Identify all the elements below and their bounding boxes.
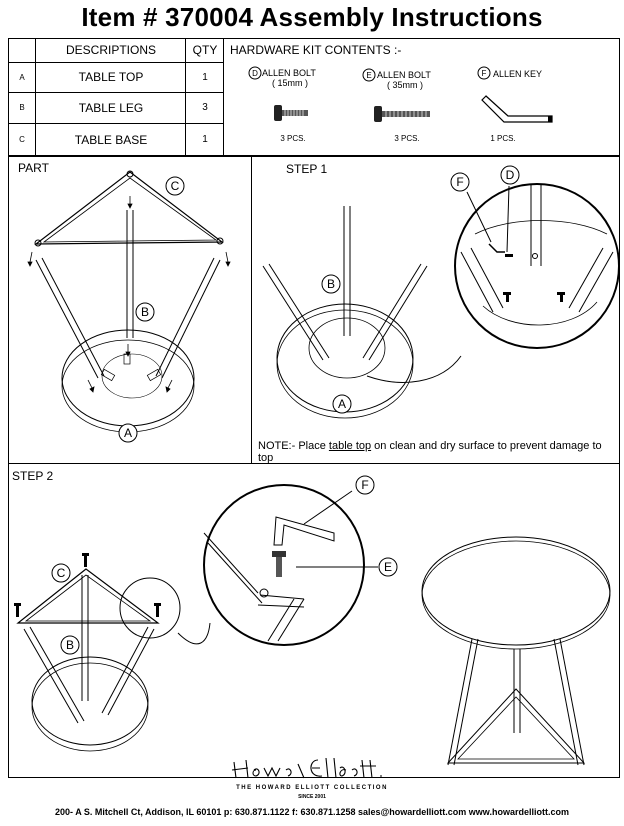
hw-e-pcs: 3 PCS. [394, 134, 420, 143]
brand-collection: THE HOWARD ELLIOTT COLLECTION [236, 785, 388, 791]
table-top-link: table top [328, 440, 372, 452]
placement-note: NOTE:- Place table top on clean and dry … [258, 440, 602, 464]
bolt-35mm-icon [374, 106, 430, 122]
callout-b: B [326, 277, 335, 291]
brand-since: SINCE 2001 [298, 794, 326, 800]
step2-label: STEP 2 [12, 469, 54, 483]
step2-diagram [14, 475, 611, 766]
part-label: PART [18, 161, 49, 175]
callout-f-hw [477, 66, 491, 80]
hw-d-name: ALLEN BOLT( 15mm ) [262, 68, 316, 88]
row-desc: TABLE BASE [74, 132, 148, 147]
callout-f-hw-letter: F [481, 68, 487, 78]
callout-a: A [337, 397, 346, 411]
parts-table-frame [8, 38, 620, 156]
row-letter: A [19, 72, 25, 82]
row-qty: 1 [202, 134, 208, 145]
callout-d-hw [248, 66, 262, 80]
step2-panel [8, 463, 620, 778]
desc-header: DESCRIPTIONS [65, 43, 156, 57]
callout-b: B [65, 638, 74, 652]
allen-key-icon [481, 95, 553, 123]
callout-e-hw [362, 68, 376, 82]
row-letter: C [19, 135, 25, 144]
callout-a: A [123, 426, 132, 440]
footer-address: 200- A S. Mitchell Ct, Addison, IL 60101… [55, 807, 569, 817]
hardware-heading: HARDWARE KIT CONTENTS :- [230, 43, 402, 57]
row-desc: TABLE TOP [78, 70, 144, 84]
row-qty: 3 [202, 102, 208, 113]
qty-header: QTY [192, 43, 218, 57]
hw-e-name: ALLEN BOLT( 35mm ) [377, 70, 431, 90]
callout-f: F [361, 478, 369, 492]
callout-b: B [140, 305, 149, 319]
callout-e-hw-letter: E [366, 70, 372, 80]
hw-f-pcs: 1 PCS. [490, 134, 516, 143]
callout-f: F [456, 175, 464, 189]
callout-d: D [505, 168, 515, 182]
row-desc: TABLE LEG [78, 100, 144, 115]
callout-e: E [383, 560, 392, 574]
step1-label: STEP 1 [286, 162, 328, 176]
callout-c: C [56, 566, 66, 580]
hw-d-pcs: 3 PCS. [280, 134, 306, 143]
step1-diagram [262, 165, 620, 419]
part-exploded-diagram [27, 170, 231, 443]
row-qty: 1 [202, 71, 208, 83]
row-letter: B [19, 103, 25, 112]
hw-f-name: ALLEN KEY [493, 69, 543, 79]
page-title: Item # 370004 Assembly Instructions [81, 2, 543, 32]
callout-d-hw-letter: D [252, 68, 258, 78]
callout-c: C [170, 179, 180, 193]
bolt-15mm-icon [274, 105, 308, 121]
howard-elliott-logo [231, 757, 382, 779]
